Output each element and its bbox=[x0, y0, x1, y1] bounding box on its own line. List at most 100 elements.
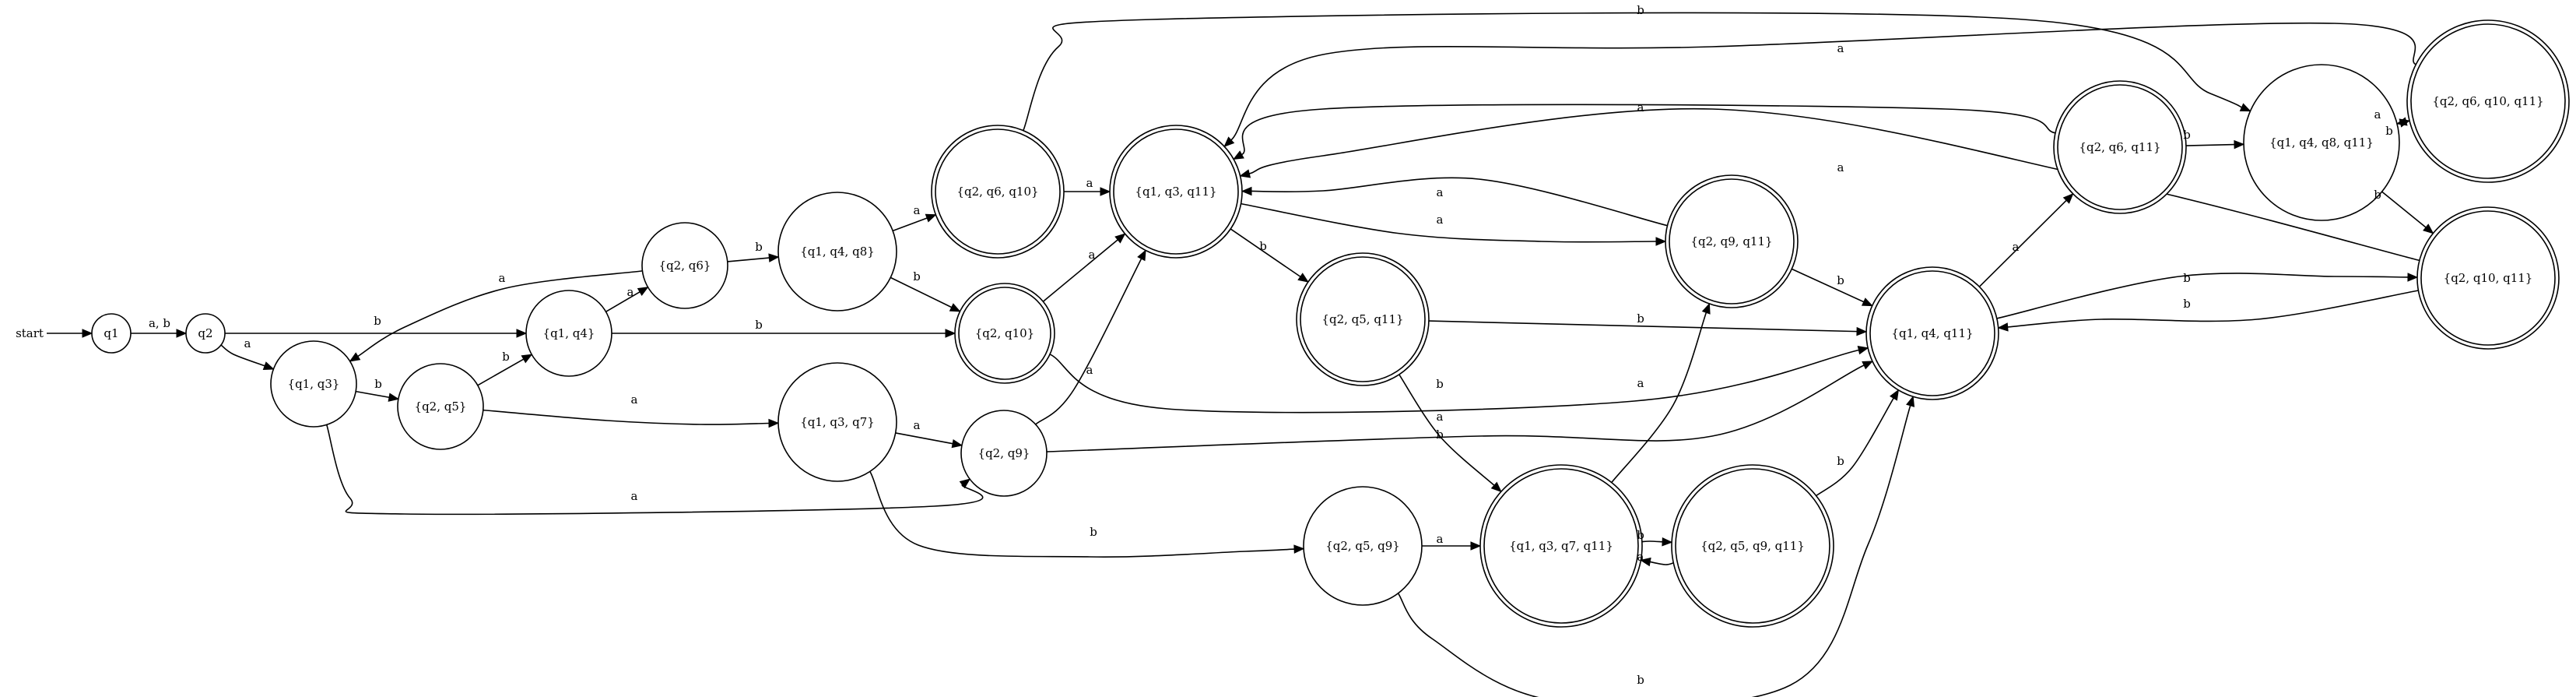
transition-label-q2q6-to-q1q3: a bbox=[499, 271, 506, 285]
state-label-q2q6q11: {q2, q6, q11} bbox=[2079, 140, 2160, 154]
transition-label-q1q3-to-q2q5: b bbox=[374, 377, 382, 391]
arrowhead-q1q4q11-to-q2q6q11 bbox=[2062, 192, 2074, 204]
transition-q2q9-to-q1q3q11 bbox=[1035, 258, 1142, 425]
transition-label-q1q3q7-to-q2q5q9: b bbox=[1090, 525, 1097, 539]
arrowhead-q2-to-q1q3 bbox=[262, 361, 275, 371]
arrowhead-q2q6-to-q1q3 bbox=[349, 352, 361, 362]
arrowhead-q1-to-q2 bbox=[176, 329, 188, 338]
transition-label-q2q6q10-to-q1q3q11: a bbox=[1086, 176, 1093, 190]
state-label-q2q5q9q11: {q2, q5, q9, q11} bbox=[1700, 539, 1805, 553]
state-label-q2q6q10: {q2, q6, q10} bbox=[956, 185, 1038, 199]
transition-label-q2q10q11-to-q1q4q11: b bbox=[2183, 297, 2191, 311]
state-circle-q2q6 bbox=[641, 222, 728, 309]
state-label-q2q6: {q2, q6} bbox=[659, 259, 711, 273]
state-circle-q2q10q11 bbox=[2416, 206, 2560, 350]
state-label-q1: q1 bbox=[104, 326, 118, 340]
transition-q1q4-to-q2q6 bbox=[605, 291, 640, 312]
arrowhead-q2q10-to-q1q4q11 bbox=[1857, 345, 1869, 355]
state-label-q1q3q7: {q1, q3, q7} bbox=[800, 415, 875, 429]
state-q2q6q10: {q2, q6, q10} bbox=[931, 125, 1065, 259]
transition-label-q1q3q7q11-to-q2q9q11: a bbox=[1637, 376, 1644, 390]
state-label-q2: q2 bbox=[198, 326, 212, 340]
transition-label-q2q9q11-to-q1q3q11: a bbox=[1437, 185, 1444, 199]
arrowhead-q1q3q7q11-to-q2q9q11 bbox=[1701, 302, 1711, 315]
start-label: start bbox=[16, 326, 44, 340]
state-circle-q1q4q8q11 bbox=[2243, 64, 2400, 221]
arrowhead-q1q3-to-q2q5 bbox=[388, 393, 400, 402]
arrowhead-q1q4q11-to-q2q10q11 bbox=[2407, 273, 2419, 282]
state-circle-q2q5q11 bbox=[1296, 252, 1430, 386]
transition-label-q2q10q11-to-q1q3q11: a bbox=[1837, 160, 1844, 174]
transition-q2q6q10q11-to-q1q3q11 bbox=[1230, 22, 2416, 141]
arrowhead-q2q9-to-q1q3q11 bbox=[1137, 249, 1146, 262]
transition-q1q3q7-to-q2q9 bbox=[895, 432, 953, 445]
state-circle-q2q9 bbox=[960, 410, 1048, 497]
transition-label-q2q5q9-to-q1q4q11: b bbox=[1637, 673, 1644, 687]
state-q2: q2 bbox=[185, 313, 226, 354]
state-label-q2q10: {q2, q10} bbox=[975, 326, 1034, 340]
transition-label-q1q4q8q11-to-q2q6q10q11: a bbox=[2374, 107, 2381, 121]
state-circle-q1q4q8 bbox=[777, 192, 897, 312]
arrowhead-q2q5q11-to-q1q4q11 bbox=[1856, 326, 1868, 336]
transition-label-q1q4-to-q2q10: b bbox=[755, 318, 763, 332]
state-q1q3q11: {q1, q3, q11} bbox=[1109, 125, 1243, 259]
state-circle-q2q6q11 bbox=[2053, 80, 2187, 214]
arrowhead-q2q10q11-to-q1q3q11 bbox=[1239, 169, 1251, 178]
state-circle-q1q3 bbox=[270, 340, 357, 428]
arrowhead-q2q9q11-to-q1q4q11 bbox=[1861, 297, 1873, 307]
arrowhead-q2q6q11-to-q1q4q8q11 bbox=[2234, 139, 2245, 150]
state-label-q1q3q7q11: {q1, q3, q7, q11} bbox=[1509, 539, 1613, 553]
state-circle-q1q4 bbox=[525, 290, 612, 377]
arrowhead-q2q9-to-q1q4q11 bbox=[1862, 361, 1874, 370]
transition-q1q4q8-to-q2q10 bbox=[890, 276, 953, 308]
state-circle-q1q3q7 bbox=[777, 362, 897, 482]
transition-q2q10-to-q1q3q11 bbox=[1042, 239, 1118, 302]
arrowhead-q2q5q9q11-to-q1q3q7q11 bbox=[1640, 557, 1651, 567]
transition-q2q6q10-to-q1q4q8q11 bbox=[1023, 12, 2242, 131]
transition-q2q6-to-q1q4q8 bbox=[727, 257, 770, 262]
transition-label-q2q5-to-q1q4: b bbox=[502, 350, 510, 364]
arrowhead-q1q4q8-to-q2q6q10 bbox=[925, 213, 937, 223]
transition-q2q6q11-to-q1q4q8q11 bbox=[2185, 143, 2235, 146]
state-q2q5q9q11: {q2, q5, q9, q11} bbox=[1671, 464, 1834, 628]
transition-q2q10q11-to-q1q3q11 bbox=[1249, 107, 2420, 262]
transition-q1q3q7q11-to-q2q9q11 bbox=[1611, 312, 1707, 484]
state-q2q6q11: {q2, q6, q11} bbox=[2053, 80, 2187, 214]
transition-label-q2-to-q1q3: a bbox=[244, 336, 251, 350]
transition-label-q2q5q9q11-to-q1q3q7q11: a bbox=[1637, 550, 1644, 564]
transition-label-q1q4q8q11-to-q2q10q11: b bbox=[2374, 188, 2381, 202]
transition-label-q1q3q7-to-q2q9: a bbox=[914, 418, 921, 432]
transition-q2q5-to-q1q3q7 bbox=[483, 409, 770, 425]
transition-q1q3q11-to-q2q9q11 bbox=[1241, 202, 1657, 243]
accepting-ring-q1q4q11 bbox=[1869, 270, 1995, 396]
accepting-ring-q2q6q10q11 bbox=[2410, 23, 2566, 179]
state-q1: q1 bbox=[91, 313, 132, 354]
state-q2q5: {q2, q5} bbox=[397, 363, 484, 450]
transition-label-q2q6q10q11-to-q1q3q11: a bbox=[1837, 41, 1844, 55]
transition-label-q2-to-q1q4: b bbox=[374, 314, 381, 328]
transition-q1q3-to-q2q9 bbox=[325, 424, 984, 516]
state-q2q6q10q11: {q2, q6, q10, q11} bbox=[2406, 19, 2570, 183]
transition-label-q2q6q10-to-q1q4q8q11: b bbox=[1637, 3, 1644, 17]
arrowhead-q1q4q8q11-to-q2q10q11 bbox=[2423, 224, 2434, 234]
transition-label-q1q3q7q11-to-q2q5q9q11: b bbox=[1637, 528, 1644, 542]
arrowhead-q2q5q9-to-q1q3q7q11 bbox=[1470, 541, 1482, 551]
state-circle-q2q5 bbox=[397, 363, 484, 450]
state-label-q1q4q11: {q1, q4, q11} bbox=[1891, 326, 1973, 340]
arrowhead-q2-to-q1q4 bbox=[516, 329, 528, 338]
arrowhead-q2q10q11-to-q1q4q11 bbox=[1997, 322, 2009, 332]
state-q2q6: {q2, q6} bbox=[641, 222, 728, 309]
transition-q2q5q11-to-q1q4q11 bbox=[1428, 320, 1858, 333]
state-circle-q1q3q7q11 bbox=[1479, 464, 1643, 628]
arrowhead-start-to-q1 bbox=[82, 329, 93, 338]
state-q1q3q7q11: {q1, q3, q7, q11} bbox=[1479, 464, 1643, 628]
arrowhead-q2q5q9q11-to-q1q4q11 bbox=[1889, 389, 1899, 401]
state-circle-q1 bbox=[91, 313, 132, 354]
state-q1q3: {q1, q3} bbox=[270, 340, 357, 428]
transition-q2q5q9q11-to-q1q4q11 bbox=[1816, 397, 1894, 497]
arrowhead-q1q3-to-q2q9 bbox=[959, 478, 971, 489]
arrowhead-q1q3q7-to-q2q5q9 bbox=[1293, 544, 1305, 554]
transition-label-q2q6-to-q1q4q8: b bbox=[755, 240, 763, 254]
transition-label-q2q9-to-q1q4q11: b bbox=[1436, 428, 1444, 442]
